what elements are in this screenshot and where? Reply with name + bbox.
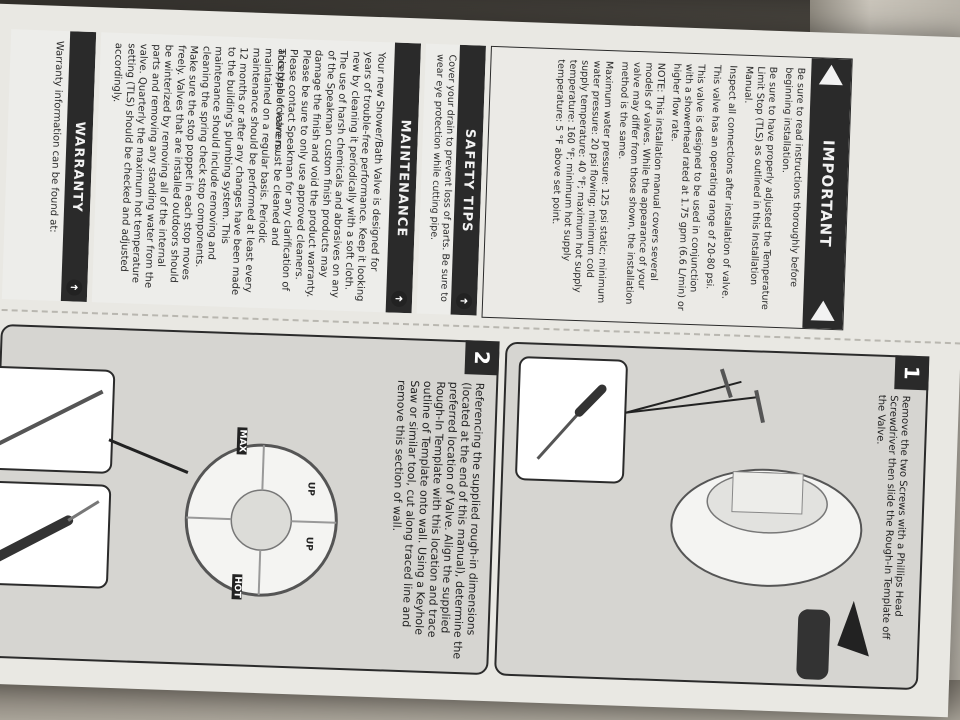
important-panel: IMPORTANT Be sure to read instructions t… [481, 45, 853, 331]
step2-box: 2 Referencing the supplied rough-in dime… [0, 323, 500, 676]
maintenance-title: MAINTENANCE [393, 118, 413, 237]
pointer-arrow [625, 396, 756, 414]
screw [719, 368, 733, 399]
screw [754, 389, 765, 424]
screwdriver-handle [574, 384, 607, 417]
screwdriver-inset [514, 356, 629, 484]
saw-handle [0, 515, 74, 568]
saw-blade [67, 500, 100, 522]
important-title: IMPORTANT [816, 139, 838, 248]
important-list: Be sure to read instructions thoroughly … [546, 59, 807, 318]
important-header: IMPORTANT [802, 58, 852, 330]
safety-title: SAFETY TIPS [458, 128, 478, 233]
template-center-hole [230, 489, 293, 551]
maintenance-header: MAINTENANCE [385, 42, 422, 314]
template-label-up: UP [305, 481, 316, 496]
template-label-up: UP [303, 536, 314, 551]
keyhole-saw-illustration [0, 500, 100, 568]
screwdriver-shaft [536, 409, 583, 460]
pointer-arrow [108, 438, 189, 474]
important-item: This valve is designed to be used in con… [668, 63, 707, 311]
up-arrow-icon [837, 600, 869, 657]
warning-icon [810, 300, 836, 322]
step2-illustration [108, 438, 338, 597]
important-item: NOTE: This installation manual covers se… [616, 61, 667, 305]
warranty-title: WARRANTY [69, 120, 88, 213]
pencil [0, 389, 104, 450]
keyhole-saw-inset [0, 480, 112, 589]
safety-panel: SAFETY TIPS Cover your drain to prevent … [416, 43, 486, 316]
template-label-hot: HOT [231, 574, 243, 600]
pencil-inset [0, 365, 116, 474]
warning-icon [818, 64, 844, 86]
important-item: Be sure to have properly adjusted the Te… [742, 65, 779, 311]
step1-illustration [625, 368, 869, 680]
step1-box: 1 Remove the two Screws with a Phillips … [494, 341, 930, 691]
important-item: Maximum water pressure: 125 psi static; … [549, 59, 615, 304]
pointer-arrow [625, 380, 742, 414]
pencil-illustration [0, 389, 104, 450]
template-label-max: MAX [236, 427, 248, 455]
maintenance-p2: This type of valve must be cleaned and m… [111, 42, 287, 296]
warranty-panel: WARRANTY Warranty information can be fou… [1, 29, 97, 302]
valve-body [796, 609, 831, 680]
warranty-header: WARRANTY [60, 31, 97, 302]
template-center [731, 471, 804, 515]
screwdriver-illustration [536, 384, 607, 460]
maintenance-panel: MAINTENANCE Your new Shower/Bath Valve i… [91, 32, 422, 314]
important-item: Be sure to read instructions thoroughly … [779, 67, 807, 288]
